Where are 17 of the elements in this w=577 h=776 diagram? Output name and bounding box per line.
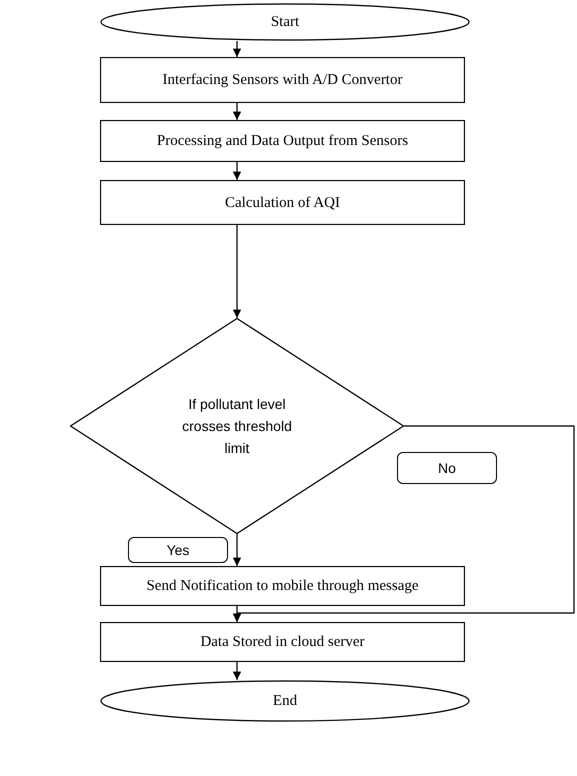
- node-text: If pollutant level crosses threshold limit: [182, 395, 292, 458]
- edge-label: No: [397, 452, 497, 484]
- arrow: [232, 162, 242, 180]
- arrow: [232, 103, 242, 120]
- node-text: Processing and Data Output from Sensors: [156, 132, 410, 151]
- node-text: Send Notification to mobile through message: [145, 577, 420, 596]
- arrow: [232, 534, 242, 566]
- edge-label: Yes: [128, 537, 228, 563]
- node-text: Interfacing Sensors with A/D Convertor: [162, 71, 404, 90]
- node-text: Data Stored in cloud server: [199, 633, 366, 652]
- node-text: Start: [270, 12, 300, 32]
- arrow: [232, 41, 242, 57]
- node-text: End: [272, 692, 298, 711]
- arrow: [232, 425, 575, 622]
- arrow: [232, 225, 242, 318]
- node-text: Calculation of AQI: [224, 194, 341, 212]
- arrow: [232, 662, 242, 680]
